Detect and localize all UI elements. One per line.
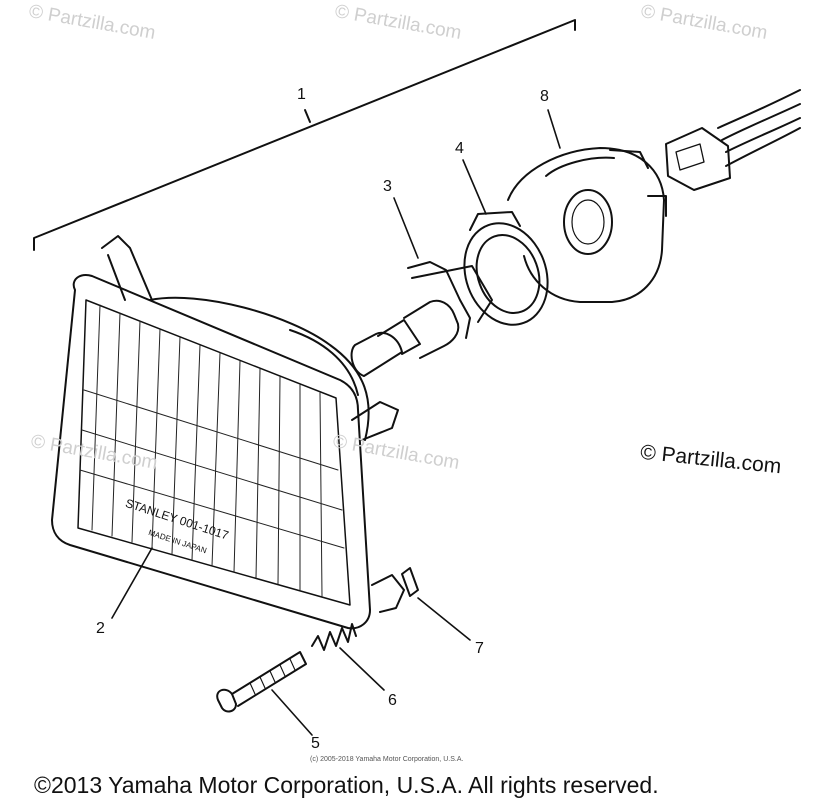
rubber-cover — [507, 147, 667, 303]
callout-8: 8 — [540, 88, 549, 105]
copyright-notice: ©2013 Yamaha Motor Corporation, U.S.A. A… — [34, 772, 659, 798]
callout-4: 4 — [455, 140, 464, 157]
callout-2: 2 — [96, 620, 105, 637]
callout-5: 5 — [311, 735, 320, 752]
bulb-retainer — [463, 211, 549, 326]
assembly-bracket-1 — [33, 19, 576, 251]
bulb — [350, 261, 493, 377]
wire-connector — [665, 89, 801, 191]
headlight-unit — [51, 235, 405, 630]
leader-lines — [111, 109, 561, 736]
clip-nut — [401, 567, 419, 597]
callout-1: 1 — [297, 86, 306, 103]
adjust-screw — [216, 651, 307, 713]
spring — [311, 623, 357, 651]
callout-3: 3 — [383, 178, 392, 195]
callout-6: 6 — [388, 692, 397, 709]
small-copyright: (c) 2005-2018 Yamaha Motor Corporation, … — [310, 756, 464, 763]
callout-7: 7 — [475, 640, 484, 657]
